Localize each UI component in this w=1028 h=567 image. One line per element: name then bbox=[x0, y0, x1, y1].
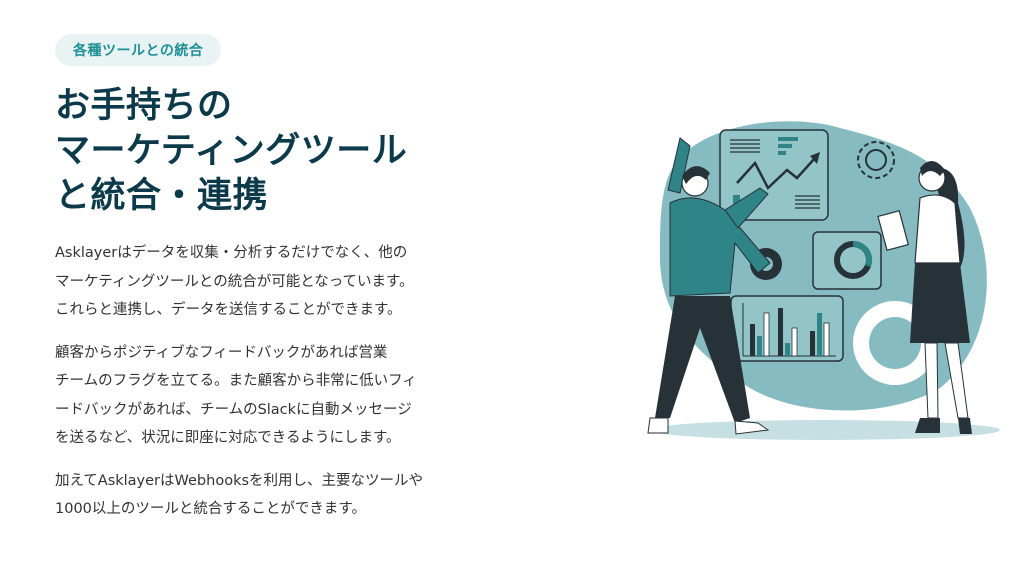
paragraph-line: 顧客からポジティブなフィードバックがあれば営業 bbox=[55, 344, 388, 361]
ground-shadow bbox=[650, 420, 1000, 440]
paragraph-line: ードバックがあれば、チームのSlackに自動メッセージ bbox=[55, 401, 412, 418]
paragraph-feedback: 顧客からポジティブなフィードバックがあれば営業 チームのフラグを立てる。また顧客… bbox=[55, 339, 455, 453]
paragraph-line: 加えてAsklayerはWebhooksを利用し、主要なツールや bbox=[55, 472, 424, 489]
woman-figure bbox=[877, 160, 972, 434]
paragraph-line: Asklayerはデータを収集・分析するだけでなく、他の bbox=[55, 245, 408, 261]
section-badge: 各種ツールとの統合 bbox=[55, 34, 222, 66]
paragraph-intro: Asklayerはデータを収集・分析するだけでなく、他の マーケティングツールと… bbox=[55, 239, 455, 325]
paragraph-line: これらと連携し、データを送信することができます。 bbox=[55, 302, 402, 318]
bar-chart-panel bbox=[730, 295, 844, 362]
title-line-2: マーケティングツール bbox=[55, 131, 408, 171]
gear-icon bbox=[857, 141, 895, 179]
paragraph-line: 1000以上のツールと統合することができます。 bbox=[55, 501, 366, 517]
man-figure bbox=[647, 137, 771, 435]
document-icon bbox=[877, 209, 910, 251]
page-title: お手持ちの マーケティングツール と統合・連携 bbox=[55, 84, 455, 219]
paragraph-line: マーケティングツールとの統合が可能となっています。 bbox=[55, 273, 414, 290]
title-line-1: お手持ちの bbox=[55, 86, 233, 126]
content-column: 各種ツールとの統合 お手持ちの マーケティングツール と統合・連携 Asklay… bbox=[55, 34, 455, 524]
paragraph-line: を送るなど、状況に即座に対応できるようにします。 bbox=[55, 430, 401, 446]
paragraph-line: チームのフラグを立てる。また顧客から非常に低いフィ bbox=[55, 373, 417, 389]
donut-chart-panel bbox=[812, 231, 882, 290]
title-line-3: と統合・連携 bbox=[55, 176, 269, 216]
dashboard-illustration bbox=[647, 121, 1000, 440]
paragraph-webhooks: 加えてAsklayerはWebhooksを利用し、主要なツールや 1000以上の… bbox=[55, 467, 455, 524]
